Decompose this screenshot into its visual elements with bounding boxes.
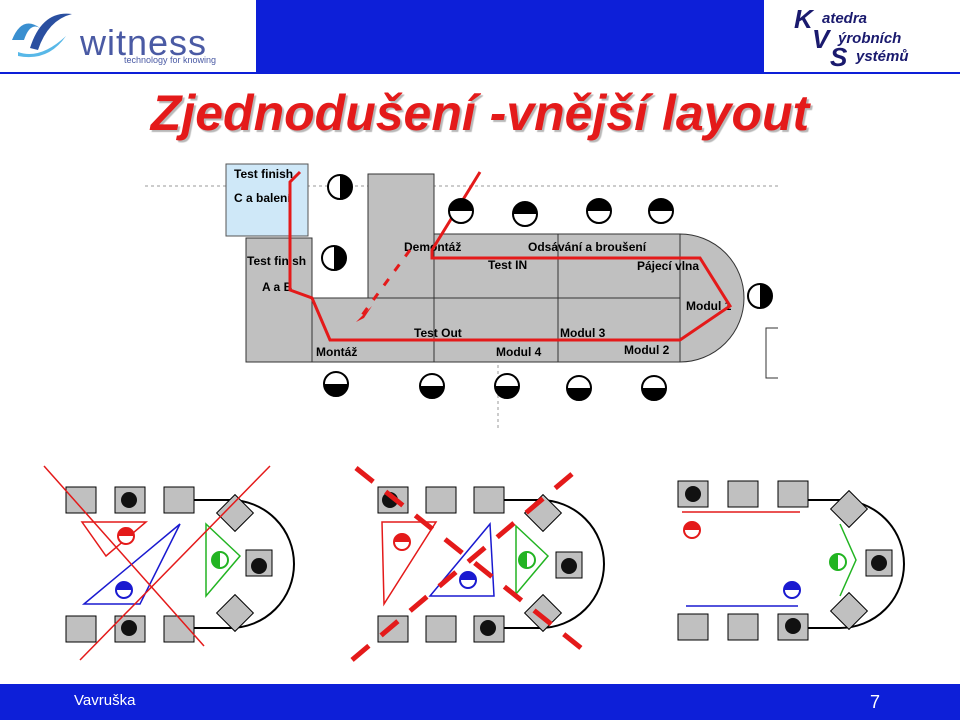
layout-diagram: Test finish C a balení Test finish A a B… [43,163,905,662]
label-a-a-b: A a B [262,280,293,294]
label-modul2: Modul 2 [624,343,670,357]
modul2-block [557,297,681,363]
operator-markers-bottom [323,371,667,401]
label-c-baleni: C a balení [234,191,291,205]
kvs-initial-s: S [830,42,848,72]
label-pajeci-vlna: Pájecí vlna [637,259,699,273]
bracket-marker [765,327,778,379]
slide-title: Zjednodušení -vnější layout [150,85,810,141]
page-number: 7 [870,692,881,712]
label-test-out: Test Out [414,326,462,340]
variant-3-diagram [677,480,905,641]
kvs-line2: ýrobních [838,30,902,47]
kvs-line1: atedra [822,10,868,27]
label-montaz: Montáž [316,345,357,359]
label-modul3: Modul 3 [560,326,606,340]
variant-1-diagram [43,465,295,661]
label-test-in: Test IN [488,258,527,272]
route-dashed-arrow [358,249,412,319]
witness-logo: witness technology for knowing [0,0,256,72]
kvs-line3: ystémů [856,48,909,65]
kvs-initial-v: V [812,24,830,54]
witness-swoosh-icon [12,13,72,58]
header-divider [0,72,960,74]
modul1-block [679,233,745,363]
header: witness technology for knowing K atedra … [0,0,960,74]
variant-2-diagram [350,466,605,662]
arrow-head-icon [356,306,372,322]
header-band [256,0,764,72]
kvs-initial-k: K [794,4,813,34]
operator-markers-top [321,174,773,309]
footer-author: Vavruška [74,692,136,709]
test-finish-ab-block [245,237,313,363]
label-test-finish-c: Test finish [234,167,293,181]
demontaz-block [367,173,435,299]
label-modul4: Modul 4 [496,345,542,359]
pajeci-vlna-block [557,233,681,299]
witness-tagline: technology for knowing [124,55,217,65]
witness-logo-text: witness [80,22,208,63]
label-modul1: Modul 1 [686,299,732,313]
modul4-block [433,297,559,363]
label-test-finish-ab: Test finish [247,254,306,268]
label-odsavani: Odsávání a broušení [528,240,647,254]
material-route-line [288,170,733,342]
kvs-logo: K atedra V ýrobních S ystémů [764,0,960,72]
footer-bar [0,684,960,720]
